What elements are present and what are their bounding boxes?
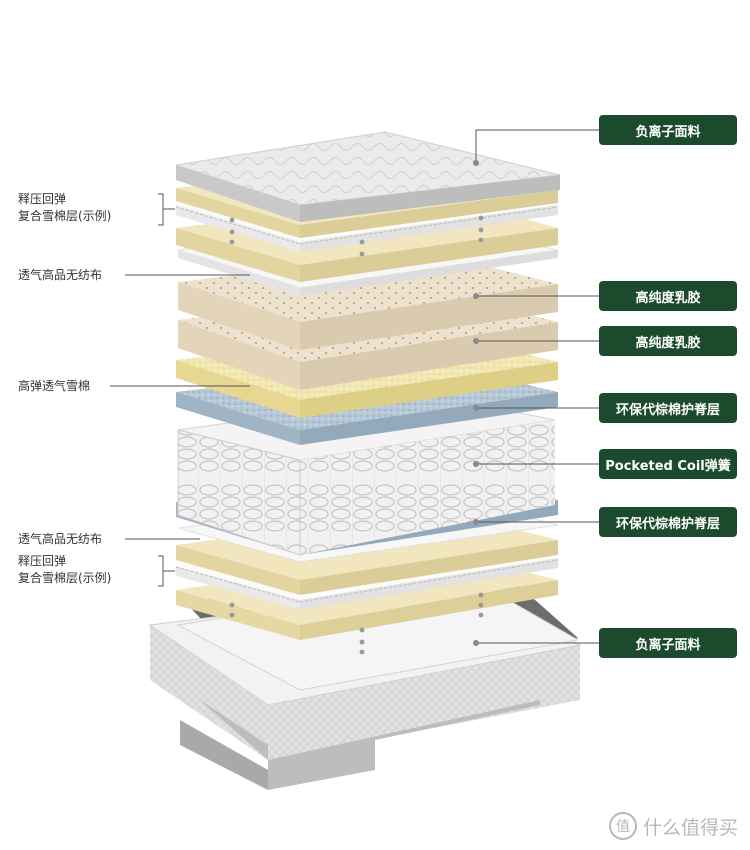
label-top-comfort-line1: 释压回弹 bbox=[18, 192, 67, 206]
label-bottom-comfort-line1: 释压回弹 bbox=[18, 554, 67, 568]
stitch-markers bbox=[229, 215, 484, 655]
top-fabric-layer bbox=[175, 131, 561, 222]
right-leader-dots bbox=[473, 160, 479, 646]
label-badge-latex-lower: 高纯度乳胶 bbox=[599, 326, 737, 356]
left-leader-lines bbox=[110, 193, 250, 587]
right-leader-lines bbox=[475, 129, 599, 644]
label-badge-fabric-bottom: 负离子面料 bbox=[599, 628, 737, 658]
label-badge-palm-fiber-top: 环保代棕棉护脊层 bbox=[599, 393, 737, 423]
label-top-comfort-line2: 复合雪棉层(示例) bbox=[18, 209, 112, 223]
bottom-comfort-layer bbox=[175, 510, 559, 640]
label-badge-palm-fiber-bottom: 环保代棕棉护脊层 bbox=[599, 507, 737, 537]
label-nonwoven-bottom: 透气高品无纺布 bbox=[18, 532, 103, 546]
label-badge-pocketed-coil: Pocketed Coil弹簧 bbox=[599, 449, 737, 479]
watermark: 值 什么值得买 bbox=[608, 812, 738, 840]
label-high-resilience-foam: 高弹透气雪棉 bbox=[18, 379, 91, 393]
watermark-logo-icon: 值 bbox=[608, 812, 637, 840]
watermark-text: 什么值得买 bbox=[642, 816, 738, 839]
label-nonwoven-top: 透气高品无纺布 bbox=[18, 268, 103, 282]
label-badge-fabric-top: 负离子面料 bbox=[599, 115, 737, 145]
label-badge-latex-upper: 高纯度乳胶 bbox=[599, 281, 737, 311]
label-bottom-comfort-line2: 复合雪棉层(示例) bbox=[18, 571, 112, 585]
